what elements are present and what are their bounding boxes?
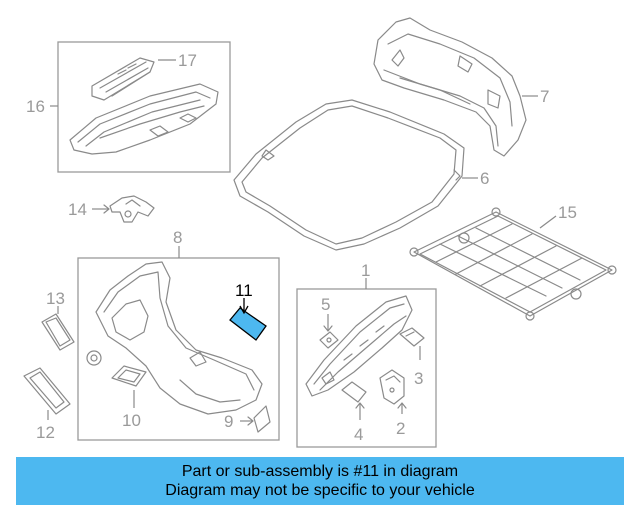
part-4-clip xyxy=(341,381,367,403)
parts-diagram: 17 16 7 6 14 xyxy=(23,17,617,448)
part-15-cargo-net xyxy=(409,207,617,321)
banner-line-1: Part or sub-assembly is #11 in diagram xyxy=(181,463,459,480)
part-2-bracket xyxy=(379,369,405,405)
callout-8: 8 xyxy=(173,228,182,247)
callout-12: 12 xyxy=(36,423,55,442)
part-7-side-trim xyxy=(373,17,527,157)
group-box-16 xyxy=(57,41,231,173)
callout-2: 2 xyxy=(396,419,405,438)
part-13-vent xyxy=(41,313,75,351)
callout-5: 5 xyxy=(321,295,330,314)
callout-14: 14 xyxy=(68,200,87,219)
part-6-trunk-mat xyxy=(233,99,465,251)
callout-6: 6 xyxy=(480,169,489,188)
part-12-cover xyxy=(23,367,71,415)
callout-10: 10 xyxy=(122,411,141,430)
info-banner: Part or sub-assembly is #11 in diagram D… xyxy=(16,457,624,505)
callout-1: 1 xyxy=(361,261,370,280)
part-11-label-highlighted xyxy=(229,307,267,341)
part-5-clip xyxy=(319,331,339,349)
part-1-sill-panel xyxy=(305,295,413,397)
callout-4: 4 xyxy=(354,425,363,444)
part-3-clip xyxy=(399,327,425,347)
callout-7: 7 xyxy=(540,87,549,106)
part-16-package-tray xyxy=(69,83,219,155)
callout-15: 15 xyxy=(558,203,577,222)
part-9-label xyxy=(253,405,271,433)
callout-11: 11 xyxy=(235,281,253,300)
clip-round xyxy=(86,350,102,366)
callout-17: 17 xyxy=(178,51,197,70)
callout-13: 13 xyxy=(46,289,65,308)
callout-16: 16 xyxy=(26,97,45,116)
callout-3: 3 xyxy=(414,369,423,388)
callout-9: 9 xyxy=(224,412,233,431)
part-8-side-liner xyxy=(95,261,263,415)
part-17-lamp xyxy=(91,57,155,101)
banner-line-2: Diagram may not be specific to your vehi… xyxy=(165,482,475,499)
part-14-bracket xyxy=(109,195,155,223)
part-10-tray xyxy=(111,365,147,387)
